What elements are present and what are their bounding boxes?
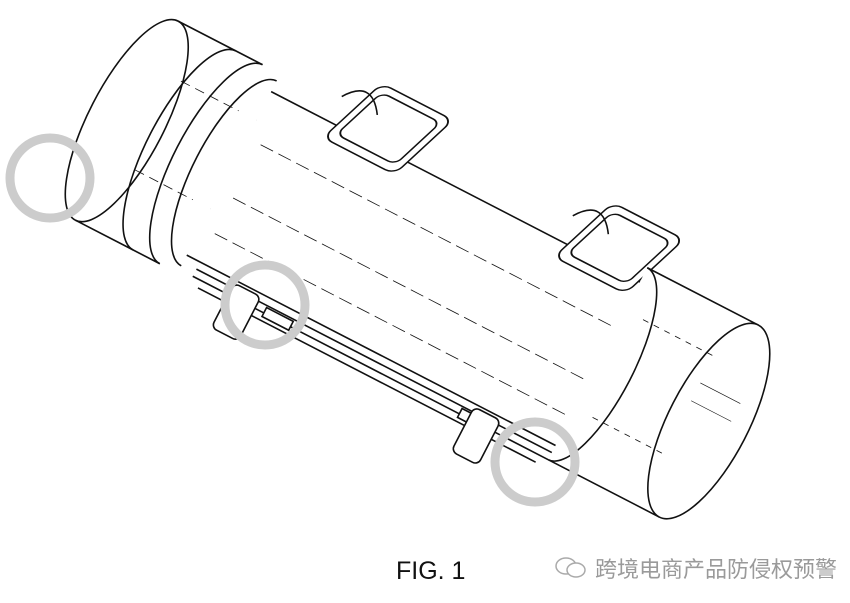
watermark-logo <box>5 133 580 507</box>
collar-ring <box>148 62 281 273</box>
account-watermark: 跨境电商产品防侵权预警 <box>555 552 837 584</box>
account-name: 跨境电商产品防侵权预警 <box>595 558 838 583</box>
right-end-cap <box>547 267 771 520</box>
left-end-cap <box>64 18 270 267</box>
handle-left <box>327 86 449 172</box>
foot-right <box>452 408 500 464</box>
wechat-icon <box>555 557 586 578</box>
figure-label: FIG. 1 <box>396 557 466 585</box>
